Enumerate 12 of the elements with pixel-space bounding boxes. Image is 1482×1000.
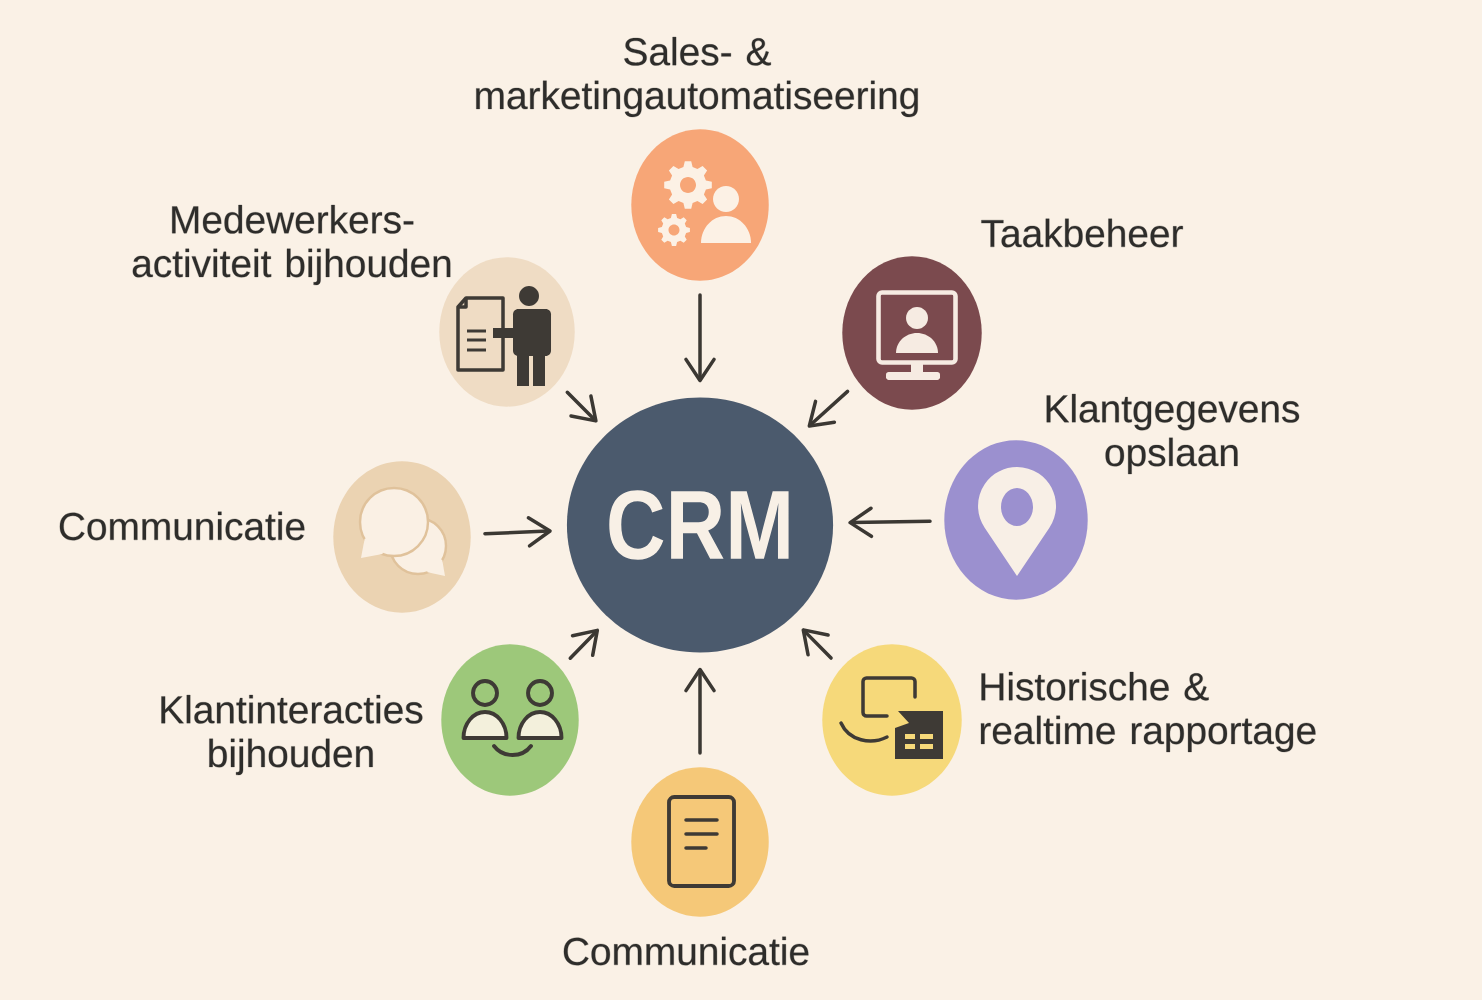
feature-label: Klantgegevens opslaan: [1046, 393, 1300, 474]
feature-label: Medewerkers- activiteit bijhouden: [132, 204, 451, 285]
feature-label: Sales- & marketingautomatiseering: [476, 36, 918, 117]
feature-label: Historische & realtime rapportage: [980, 671, 1316, 752]
feature-label: Communicatie: [59, 511, 305, 541]
arrow: [684, 667, 716, 755]
feature-label: Taakbeheer: [981, 218, 1183, 248]
arrow: [848, 506, 932, 539]
feature-label: Communicatie: [563, 936, 809, 966]
arrow: [684, 293, 716, 383]
feature-label: Klantinteracties bijhouden: [161, 694, 423, 775]
arrow: [483, 516, 552, 548]
